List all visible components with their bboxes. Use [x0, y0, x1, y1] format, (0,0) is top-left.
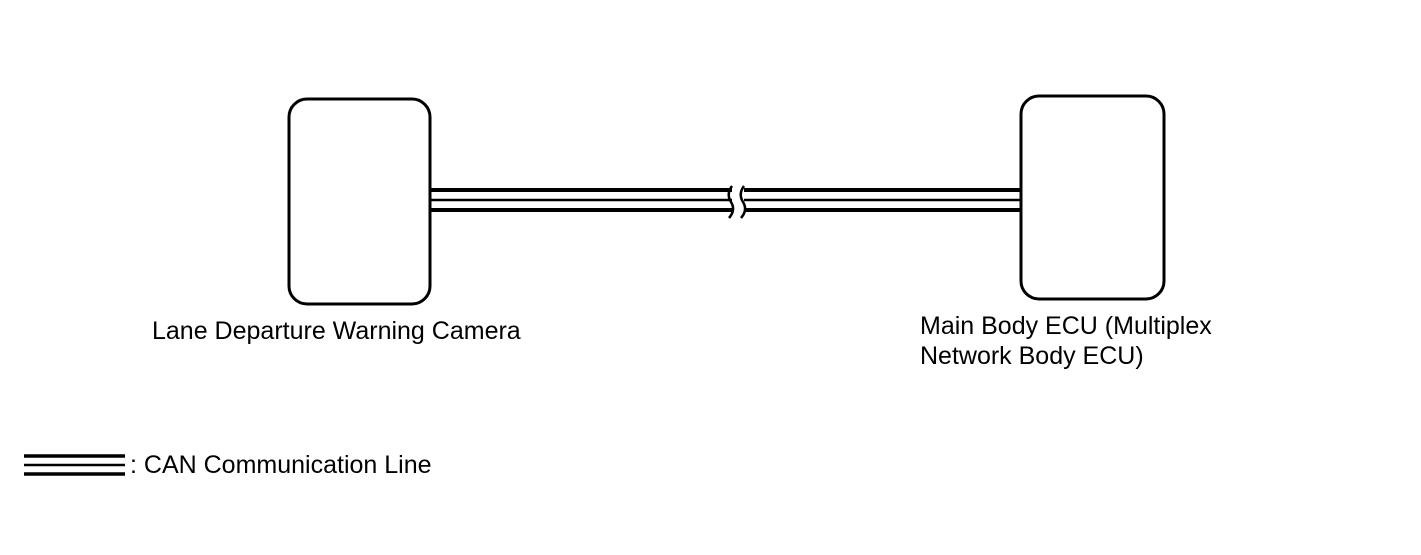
can-line-break-symbol	[727, 185, 747, 219]
ecu-label-line-2: Network Body ECU)	[920, 342, 1144, 370]
legend-text: : CAN Communication Line	[130, 451, 432, 479]
legend-line-symbol	[24, 454, 125, 476]
camera-label: Lane Departure Warning Camera	[152, 317, 521, 345]
camera-block	[287, 97, 432, 306]
ecu-label-line-1: Main Body ECU (Multiplex	[920, 312, 1212, 340]
ecu-block	[1019, 94, 1166, 301]
can-line-left-segment	[430, 188, 732, 212]
ecu-label: Main Body ECU (Multiplex Network Body EC…	[920, 311, 1212, 371]
can-line-right-segment	[744, 188, 1021, 212]
